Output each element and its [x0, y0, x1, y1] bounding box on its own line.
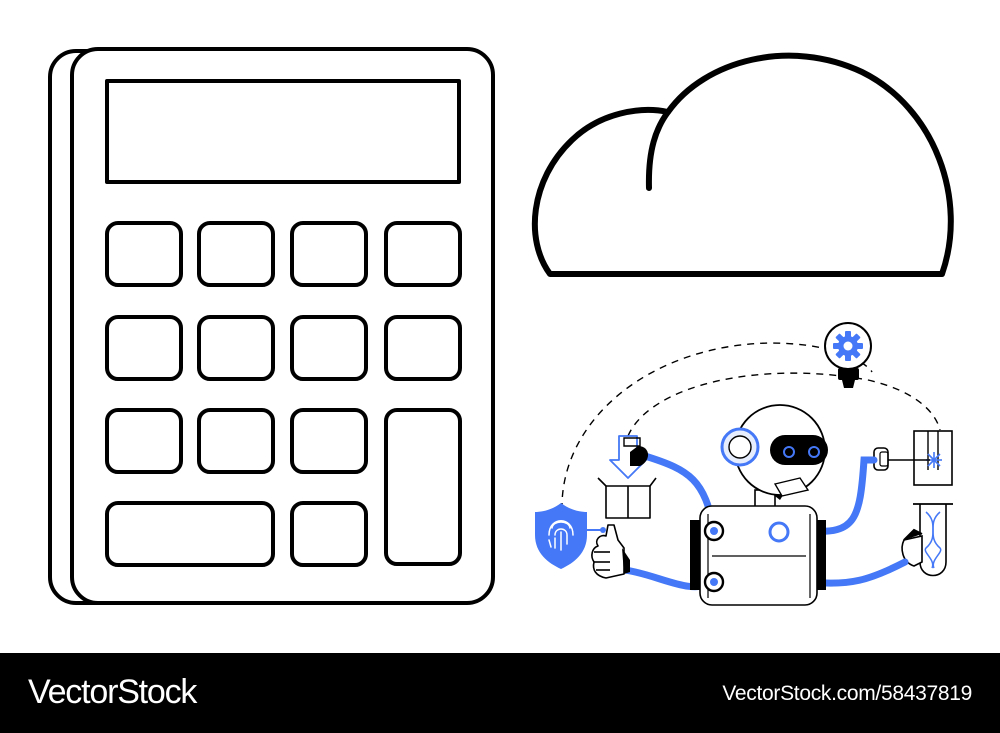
calculator-key-tall [384, 408, 462, 566]
robot-eye [808, 446, 820, 458]
robot-hands [591, 446, 649, 579]
calculator-icon [48, 47, 495, 605]
cloud-inner-curve [645, 109, 671, 191]
calculator-key [384, 315, 462, 381]
calculator-key [384, 221, 462, 287]
robot-thumbs-up-hand [591, 524, 625, 579]
calculator-key [105, 221, 183, 287]
cloud-outline [531, 52, 954, 277]
illustration [48, 47, 954, 606]
calculator-display [105, 79, 461, 184]
package-download-icon [597, 435, 657, 519]
dna-test-tube-icon [901, 503, 953, 577]
calculator-key [290, 221, 368, 287]
security-shield-fingerprint-icon [535, 503, 606, 569]
calculator-key [197, 221, 275, 287]
calculator-key [197, 315, 275, 381]
lightbulb-gear-icon [824, 322, 872, 388]
calculator-key [105, 315, 183, 381]
calculator-key [290, 408, 368, 474]
robot-eye [783, 446, 795, 458]
laser-panel-icon [873, 430, 953, 486]
brand-logo-text[interactable]: VectorStock [28, 673, 197, 711]
calculator-key [197, 408, 275, 474]
calculator-key [105, 408, 183, 474]
image-id-text: VectorStock.com/58437819 [722, 682, 972, 705]
calculator-key [290, 501, 368, 567]
footer-bar: VectorStock VectorStock.com/58437819 [0, 653, 1000, 733]
calculator-key [290, 315, 368, 381]
calculator-key-wide [105, 501, 275, 567]
robot-icon [690, 404, 828, 606]
cloud-icon [531, 52, 954, 277]
gear-icon [833, 331, 863, 361]
